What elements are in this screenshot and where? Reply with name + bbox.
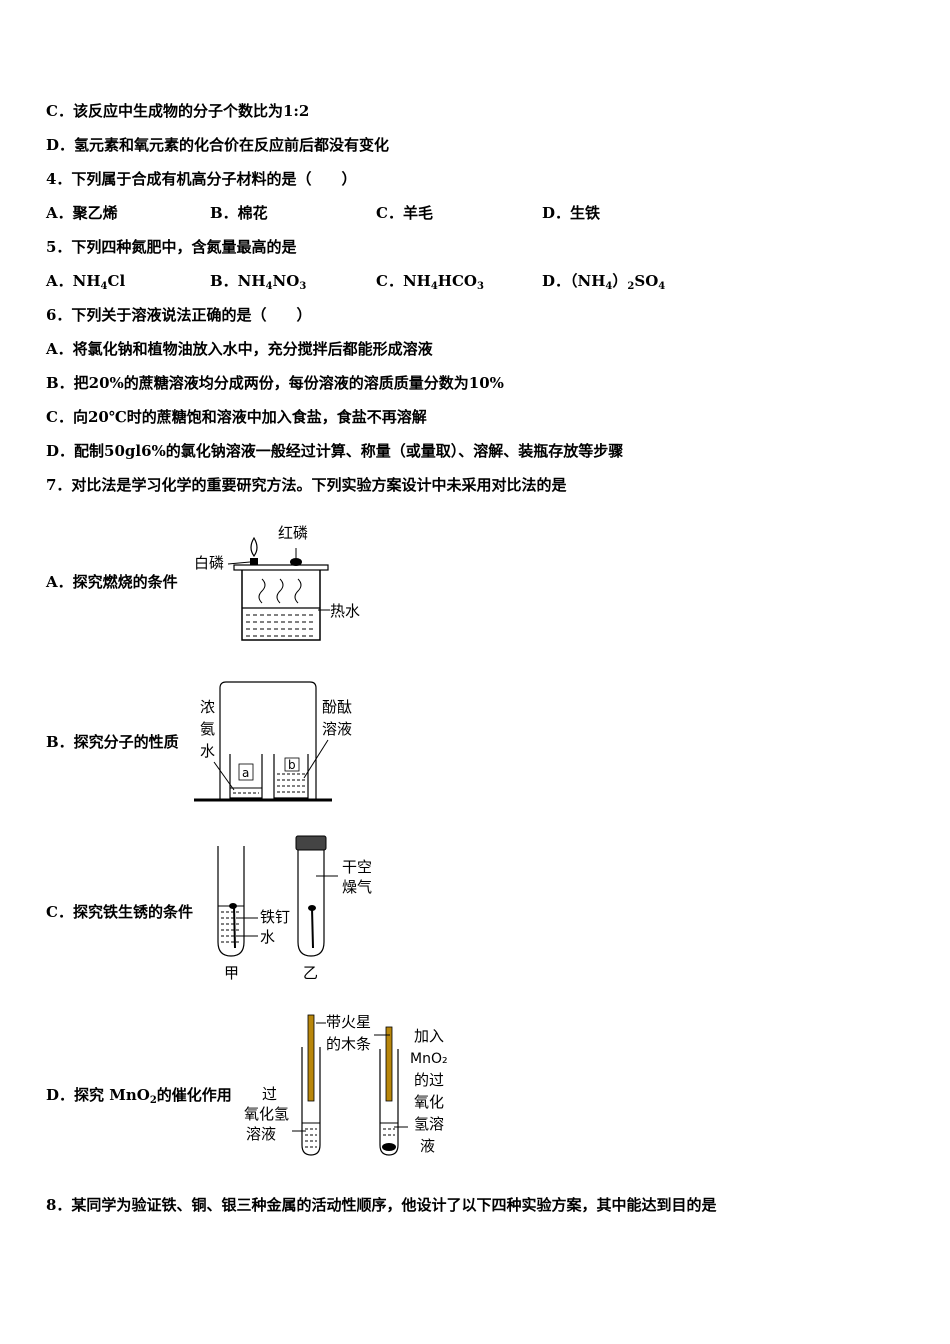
beaker-b-label: b	[288, 758, 296, 772]
add-mno2-label-1: 加入	[414, 1027, 444, 1045]
dry-air-label-1: 干空	[342, 858, 372, 876]
iron-nail-label: 铁钉	[260, 908, 290, 926]
q6-option-c: C．向20℃时的蔗糖饱和溶液中加入食盐，食盐不再溶解	[46, 408, 427, 426]
q7-option-c-label: C．探究铁生锈的条件	[46, 903, 193, 921]
tube-yi-label: 乙	[303, 964, 318, 982]
phenolphthalein-label-1: 酚酞	[322, 698, 352, 716]
ammonia-label-1: 浓	[200, 698, 215, 716]
red-phosphorus-label: 红磷	[278, 524, 308, 542]
add-mno2-label-5: 氢溶	[414, 1115, 444, 1133]
combustion-apparatus-figure: 白磷 红磷 热水	[194, 524, 360, 641]
q7-option-d-label: D．探究 MnO2的催化作用	[46, 1086, 232, 1106]
q7-option-b-label: B．探究分子的性质	[46, 733, 179, 751]
q5-option-b: B．NH4NO3	[210, 272, 307, 292]
q6-stem: 6．下列关于溶液说法正确的是（ ）	[46, 306, 312, 324]
add-mno2-label-2: MnO₂	[410, 1051, 448, 1067]
h2o2-label-2: 氧化氢	[244, 1105, 289, 1123]
q4-option-d: D．生铁	[542, 204, 601, 222]
q4-stem: 4．下列属于合成有机高分子材料的是（ ）	[46, 170, 357, 188]
beaker-a-label: a	[242, 766, 249, 780]
add-mno2-label-4: 氧化	[414, 1093, 444, 1111]
phenolphthalein-label-2: 溶液	[322, 720, 352, 738]
q8-stem: 8．某同学为验证铁、铜、银三种金属的活动性顺序，他设计了以下四种实验方案，其中能…	[46, 1196, 717, 1214]
ammonia-label-3: 水	[200, 742, 215, 760]
hot-water-label: 热水	[330, 602, 360, 620]
q4-option-c: C．羊毛	[376, 204, 433, 222]
catalysis-figure: 带火星 的木条 过 氧化氢 溶液 加入 MnO₂ 的过 氧化 氢溶 液	[244, 1013, 448, 1156]
q7-stem: 7．对比法是学习化学的重要研究方法。下列实验方案设计中未采用对比法的是	[46, 476, 567, 494]
iron-rust-figure: 干空 燥气 铁钉 水 甲 乙	[217, 835, 372, 982]
q5-option-c: C．NH4HCO3	[376, 272, 484, 292]
q5-option-d: D．（NH4）2SO4	[542, 272, 666, 292]
add-mno2-label-3: 的过	[414, 1071, 444, 1089]
ammonia-label-2: 氨	[200, 720, 215, 738]
molecule-diffusion-figure: a b 浓 氨 水 酚酞 溶液	[194, 681, 352, 802]
water-label: 水	[260, 928, 275, 946]
splint-label-2: 的木条	[326, 1035, 371, 1053]
white-phosphorus-label: 白磷	[194, 554, 224, 572]
h2o2-label-3: 溶液	[246, 1125, 276, 1143]
h2o2-label-1: 过	[262, 1085, 277, 1103]
dry-air-label-2: 燥气	[342, 878, 372, 896]
q5-option-a: A．NH4Cl	[46, 272, 126, 292]
q5-stem: 5．下列四种氮肥中，含氮量最高的是	[46, 238, 297, 256]
q7-option-a-label: A．探究燃烧的条件	[46, 573, 178, 591]
q3-option-d: D．氢元素和氧元素的化合价在反应前后都没有变化	[46, 136, 390, 154]
q6-option-a: A．将氯化钠和植物油放入水中，充分搅拌后都能形成溶液	[46, 340, 433, 358]
q6-option-b: B．把20%的蔗糖溶液均分成两份，每份溶液的溶质质量分数为10%	[46, 374, 504, 392]
add-mno2-label-6: 液	[420, 1137, 435, 1155]
q6-option-d: D．配制50gl6%的氯化钠溶液一般经过计算、称量（或量取）、溶解、装瓶存放等步…	[46, 442, 624, 460]
q3-option-c: C．该反应中生成物的分子个数比为1:2	[46, 102, 310, 120]
q4-option-a: A．聚乙烯	[46, 204, 118, 222]
splint-label-1: 带火星	[326, 1013, 371, 1031]
tube-jia-label: 甲	[224, 964, 239, 982]
q4-option-b: B．棉花	[210, 204, 268, 222]
